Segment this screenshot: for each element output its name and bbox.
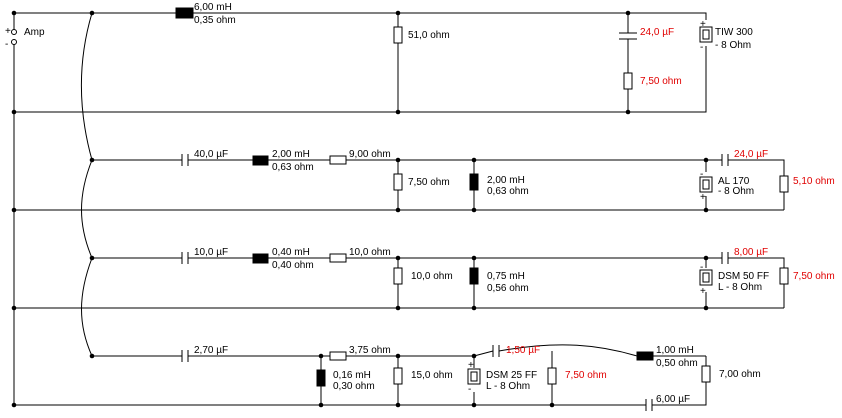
svg-text:-: - [700,169,703,180]
b3-capacitor-value: 10,0 µF [194,247,228,258]
svg-text:+: + [700,286,706,297]
b4-shunt-inductor [316,369,326,387]
b1-shunt-resistor-value: 51,0 ohm [408,30,450,41]
b4-parallel-resistor [547,367,557,385]
b3-output-resistor-value: 7,50 ohm [793,271,835,282]
b2-speaker-name: AL 170 [718,176,750,187]
b2-output-resistor-value: 5,10 ohm [793,176,835,187]
b1-speaker-cone [702,29,710,40]
b4-right-resistor-value: 7,00 ohm [719,369,761,380]
b3-shunt-inductor-resistance: 0,56 ohm [487,283,529,294]
b4-bridge-inductor-resistance: 0,50 ohm [656,358,698,369]
b4-right-resistor [701,365,711,383]
b4-bridge-inductor [636,351,654,361]
b1-inductor-value: 6,00 mH [194,2,232,13]
svg-text:+: + [468,360,474,371]
b4-speaker-impedance: L - 8 Ohm [486,381,530,392]
svg-text:-: - [700,42,703,53]
b3-shunt-inductor-value: 0,75 mH [487,271,525,282]
b3-output-capacitor-value: 8,00 µF [734,247,768,258]
b2-shunt-inductor [469,173,479,191]
b1-inductor-resistance: 0,35 ohm [194,15,236,26]
b1-notch-resistor [623,72,633,90]
svg-text:-: - [468,384,471,395]
amp-plus-terminal [11,29,17,35]
b3-speaker-impedance: L - 8 Ohm [718,282,762,293]
branch-2: 40,0 µF 2,00 mH 0,63 ohm 9,00 ohm 7,50 o… [11,149,835,213]
b2-inductor-resistance: 0,63 ohm [272,162,314,173]
b3-speaker-cone [702,272,710,283]
b1-notch-capacitor-value: 24,0 µF [640,27,674,38]
b3-shunt-inductor [469,267,479,285]
amp-label: Amp [24,27,45,38]
b4-shunt-inductor-resistance: 0,30 ohm [333,381,375,392]
branch-3: 10,0 µF 0,40 mH 0,40 ohm 10,0 ohm 10,0 o… [11,247,835,311]
b3-output-resistor [779,267,789,285]
b1-speaker-impedance: - 8 Ohm [715,40,751,51]
b2-speaker-impedance: - 8 Ohm [718,186,754,197]
b4-bridge-capacitor-value: 1,50 µF [506,345,540,356]
branch-1: 6,00 mH 0,35 ohm 51,0 ohm 24,0 µF 7,50 o… [11,2,753,115]
b4-shunt-resistor-value: 15,0 ohm [411,370,453,381]
svg-text:+: + [700,192,706,203]
b4-bottom-capacitor-value: 6,00 µF [656,394,690,405]
b3-inductor-resistance: 0,40 ohm [272,260,314,271]
b2-shunt-resistor-value: 7,50 ohm [408,177,450,188]
b2-shunt-resistor [393,173,403,191]
b2-inductor [252,155,269,166]
b2-shunt-inductor-resistance: 0,63 ohm [487,186,529,197]
b1-notch-capacitor [619,13,637,112]
b3-shunt-resistor [393,267,403,285]
b2-speaker-cone [702,179,710,190]
b2-top-wire [92,159,785,210]
b4-shunt-resistor [393,367,403,385]
b2-shunt-inductor-value: 2,00 mH [487,175,525,186]
b3-inductor [252,253,269,264]
branch-4: 2,70 µF 3,75 ohm 0,16 mH 0,30 ohm 15,0 o… [11,344,761,411]
b3-top-wire [92,257,785,308]
b4-parallel-resistor-value: 7,50 ohm [565,370,607,381]
b4-capacitor-value: 2,70 µF [194,345,228,356]
b4-series-resistor [329,351,347,361]
b4-bridge-capacitor [492,345,500,357]
b3-series-resistor [329,253,347,263]
amp-plus-sign: + [5,26,11,37]
b1-notch-resistor-value: 7,50 ohm [640,76,682,87]
b3-inductor-value: 0,40 mH [272,247,310,258]
b4-speaker-name: DSM 25 FF [486,370,537,381]
b1-speaker-name: TIW 300 [715,27,753,38]
b3-speaker-name: DSM 50 FF [718,271,769,282]
svg-text:+: + [700,19,706,30]
amp-minus-terminal [11,39,17,45]
b2-series-resistor [329,155,347,165]
b2-output-resistor [779,175,789,193]
b4-speaker-cone [470,371,478,382]
b2-capacitor-value: 40,0 µF [194,149,228,160]
b2-series-resistor-value: 9,00 ohm [349,149,391,160]
b3-series-resistor-value: 10,0 ohm [349,247,391,258]
b2-output-capacitor-value: 24,0 µF [734,149,768,160]
svg-text:-: - [700,262,703,273]
b4-bottom-wire [14,356,707,406]
feed-wire [81,12,93,357]
b1-top-wire [14,12,707,20]
b1-inductor [175,7,194,19]
amp-minus-sign: - [5,39,8,50]
b4-bridge-inductor-value: 1,00 mH [656,345,694,356]
b4-top-wire [92,355,475,405]
b1-bottom-wire [14,46,707,113]
b3-shunt-resistor-value: 10,0 ohm [411,271,453,282]
b4-shunt-inductor-value: 0,16 mH [333,370,371,381]
b2-inductor-value: 2,00 mH [272,149,310,160]
b4-bridge-wire [473,344,706,357]
b1-shunt-resistor [393,26,403,44]
amp-input: + - Amp [5,26,45,50]
b4-series-resistor-value: 3,75 ohm [349,345,391,356]
